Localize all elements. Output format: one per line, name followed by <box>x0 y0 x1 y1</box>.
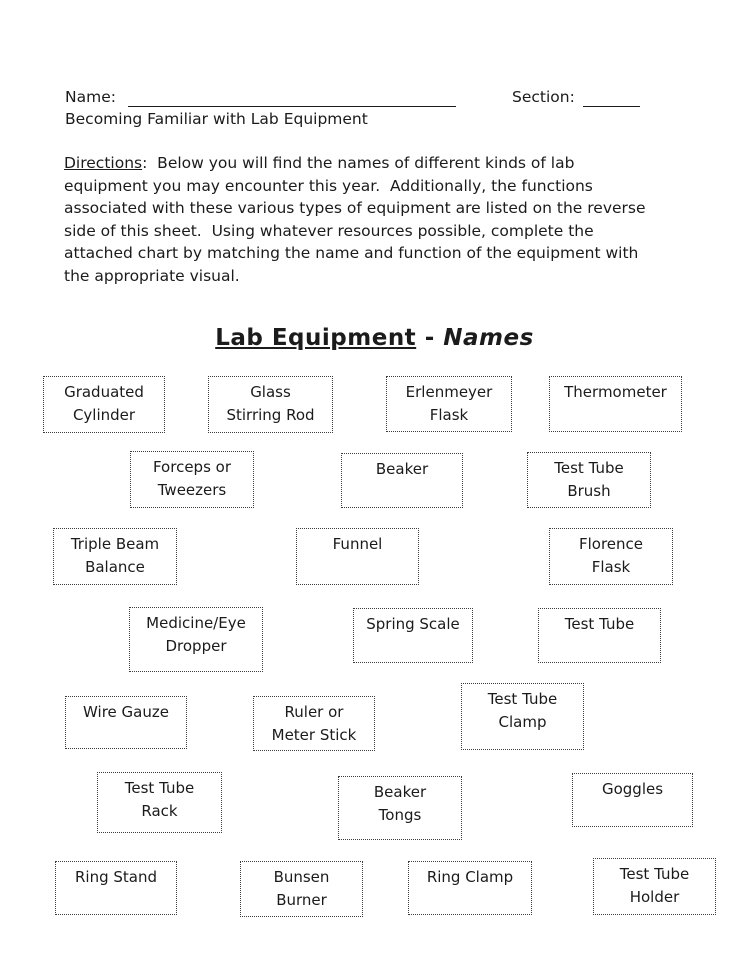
equipment-label-line: Rack <box>141 802 178 820</box>
equipment-box-funnel: Funnel <box>296 528 419 585</box>
equipment-label-line: Tongs <box>378 806 422 824</box>
directions-line: Directions: Below you will find the name… <box>64 152 704 175</box>
directions-line: equipment you may encounter this year. A… <box>64 176 593 195</box>
equipment-label-line: Clamp <box>498 713 547 731</box>
equipment-box-spring-scale: Spring Scale <box>353 608 473 663</box>
equipment-label-line: Flask <box>591 558 631 576</box>
equipment-label-line: Beaker <box>375 460 429 478</box>
equipment-label-line: Holder <box>629 888 680 906</box>
equipment-label-line: Stirring Rod <box>226 406 315 424</box>
equipment-label-line: Bunsen <box>273 868 330 886</box>
equipment-box-forceps-or-tweezers: Forceps or Tweezers <box>130 451 254 508</box>
equipment-label-line: Spring Scale <box>366 615 460 633</box>
equipment-label-line: Test Tube <box>124 779 195 797</box>
directions-line: side of this sheet. Using whatever resou… <box>64 221 594 240</box>
equipment-label-line: Dropper <box>165 637 227 655</box>
equipment-label-line: Ring Clamp <box>426 868 514 886</box>
equipment-label-line: Test Tube <box>487 690 558 708</box>
equipment-label-line: Balance <box>85 558 145 576</box>
page-title-emphasis: Names <box>443 325 534 351</box>
directions-paragraph: Directions: Below you will find the name… <box>64 152 704 288</box>
equipment-label-line: Funnel <box>332 535 383 553</box>
directions-line: attached chart by matching the name and … <box>64 244 639 263</box>
equipment-label-line: Ruler or <box>284 703 344 721</box>
page-title-main: Lab Equipment <box>215 325 417 351</box>
equipment-label-line: Medicine/Eye <box>146 614 246 632</box>
section-blank-line <box>583 106 640 107</box>
name-blank-line <box>128 106 456 107</box>
equipment-label-line: Florence <box>578 535 644 553</box>
page-title-separator: - <box>416 325 444 351</box>
equipment-label-line: Tweezers <box>157 481 227 499</box>
equipment-box-thermometer: Thermometer <box>549 376 682 432</box>
equipment-box-ring-clamp: Ring Clamp <box>408 861 532 915</box>
equipment-label-line: Test Tube <box>564 615 635 633</box>
equipment-label-line: Test Tube <box>619 865 690 883</box>
equipment-label-line: Cylinder <box>72 406 136 424</box>
equipment-label-line: Thermometer <box>564 383 667 401</box>
equipment-label-line: Flask <box>429 406 469 424</box>
equipment-label-line: Wire Gauze <box>83 703 169 721</box>
worksheet-subtitle: Becoming Familiar with Lab Equipment <box>65 110 368 128</box>
equipment-label-line: Beaker <box>373 783 427 801</box>
equipment-label-line: Goggles <box>601 780 664 798</box>
equipment-label-line: Glass <box>250 383 291 401</box>
equipment-box-wire-gauze: Wire Gauze <box>65 696 187 749</box>
directions-line: associated with these various types of e… <box>64 199 646 218</box>
equipment-label-line: Erlenmeyer <box>405 383 493 401</box>
directions-line1-rest: : Below you will find the names of diffe… <box>142 154 575 172</box>
name-label: Name: <box>65 88 116 106</box>
equipment-label-line: Forceps or <box>152 458 232 476</box>
equipment-label-line: Ring Stand <box>74 868 157 886</box>
directions-word: Directions <box>64 154 143 172</box>
equipment-label-line: Burner <box>276 891 327 909</box>
equipment-label-line: Graduated <box>64 383 144 401</box>
equipment-label-line: Test Tube <box>554 459 624 477</box>
equipment-box-ruler-or-meter-stick: Ruler or Meter Stick <box>253 696 375 751</box>
equipment-label-line: Brush <box>567 482 611 500</box>
equipment-label-line: Meter Stick <box>271 726 357 744</box>
equipment-label-line: Triple Beam <box>70 535 160 553</box>
equipment-box-test-tube: Test Tube <box>538 608 661 663</box>
page-title: Lab Equipment - Names <box>0 325 749 351</box>
directions-line: the appropriate visual. <box>64 266 240 285</box>
equipment-box-goggles: Goggles <box>572 773 693 827</box>
equipment-box-beaker: Beaker <box>341 453 463 508</box>
section-label: Section: <box>512 88 575 106</box>
equipment-box-ring-stand: Ring Stand <box>55 861 177 915</box>
